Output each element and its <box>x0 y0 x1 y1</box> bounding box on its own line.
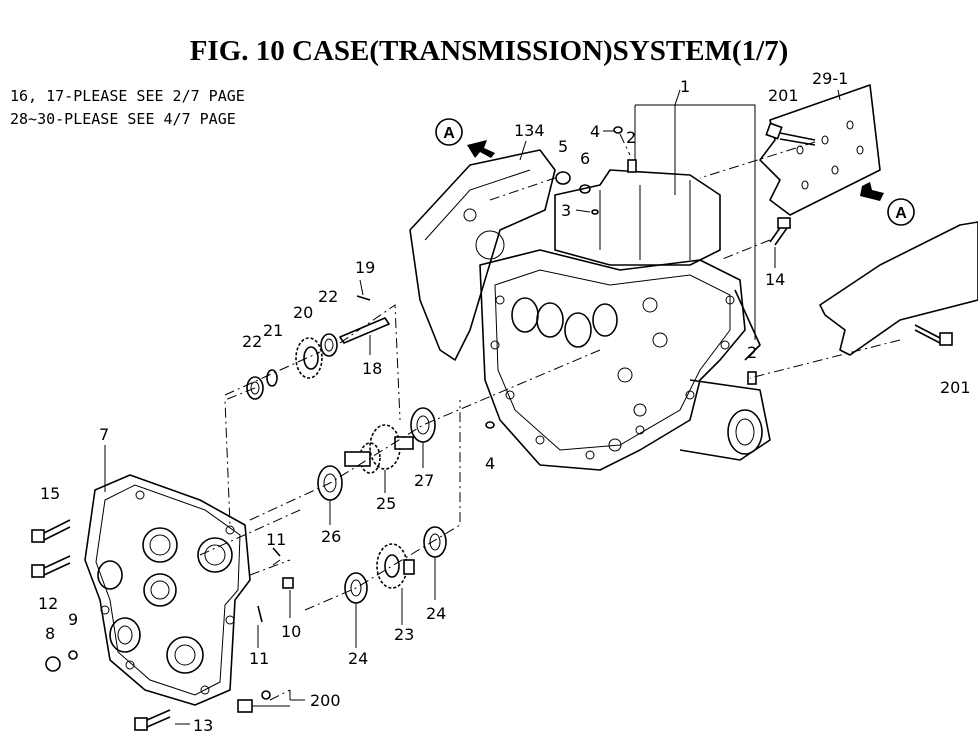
o-ring-4 <box>613 126 623 134</box>
callout-a-left: A <box>435 118 495 158</box>
pin-19 <box>356 295 371 301</box>
part-label: 29-1 <box>812 69 848 88</box>
dowel-pin-11 <box>257 547 281 623</box>
part-label: 23 <box>394 625 414 644</box>
part-label: 11 <box>249 649 269 668</box>
cover-plate-29-1 <box>759 84 881 216</box>
part-label: 2 <box>626 128 636 147</box>
plug-8 <box>45 656 61 672</box>
part-label: 201 <box>768 86 799 105</box>
o-ring-3 <box>591 209 599 215</box>
part-label: 9 <box>68 610 78 629</box>
part-label: 10 <box>281 622 301 641</box>
part-label: 25 <box>376 494 396 513</box>
part-label: 4 <box>485 454 495 473</box>
part-label: 2 <box>747 343 757 362</box>
cover-plate-lower <box>819 221 978 356</box>
o-ring-9 <box>68 650 78 660</box>
bolt-201-b <box>914 324 953 346</box>
bearing-22-b <box>320 333 338 357</box>
note-line-1: 16, 17-PLEASE SEE 2/7 PAGE <box>10 87 245 105</box>
o-ring-6 <box>579 184 591 194</box>
part-label: 22 <box>242 332 262 351</box>
bolt-14 <box>769 217 791 246</box>
part-label: 18 <box>362 359 382 378</box>
part-label: 24 <box>348 649 368 668</box>
plug-2-lower <box>747 371 757 385</box>
front-cover <box>84 474 251 706</box>
bolt-201-a <box>765 122 816 146</box>
bolt-15 <box>31 519 71 543</box>
part-label: 27 <box>414 471 434 490</box>
bearing-27 <box>410 407 436 443</box>
breather-5 <box>555 171 571 185</box>
bolt-12 <box>31 555 71 578</box>
part-label: 13 <box>193 716 213 735</box>
circlip-21 <box>266 369 278 387</box>
part-label: 1 <box>680 77 690 96</box>
plug-200 <box>237 690 271 713</box>
gear-23 <box>376 543 415 589</box>
part-label: 14 <box>765 270 785 289</box>
part-label: 8 <box>45 624 55 643</box>
gear-25 <box>344 424 414 474</box>
part-label: 3 <box>561 201 571 220</box>
gear-20 <box>295 337 323 379</box>
bolt-13 <box>134 709 171 731</box>
callout-a-right: A <box>860 182 915 226</box>
svg-text:A: A <box>443 125 455 142</box>
shaft-18 <box>339 317 390 344</box>
part-label: 200 <box>310 691 341 710</box>
part-label: 201 <box>940 378 971 397</box>
part-label: 20 <box>293 303 313 322</box>
plug-10 <box>282 577 294 589</box>
part-label: 21 <box>263 321 283 340</box>
part-label: 11 <box>266 530 286 549</box>
part-label: 4 <box>590 122 600 141</box>
part-label: 15 <box>40 484 60 503</box>
figure-title: FIG. 10 CASE(TRANSMISSION)SYSTEM(1/7) <box>190 35 789 67</box>
part-numbers: 1 2 2 3 4 4 5 6 7 8 9 10 11 11 12 13 14 … <box>38 69 971 735</box>
part-label: 24 <box>426 604 446 623</box>
svg-text:A: A <box>895 205 907 222</box>
plug-2 <box>627 159 637 173</box>
part-label: 12 <box>38 594 58 613</box>
part-label: 6 <box>580 149 590 168</box>
note-line-2: 28~30-PLEASE SEE 4/7 PAGE <box>10 110 236 128</box>
cover-plate-holes <box>796 120 864 190</box>
transmission-case <box>409 149 771 471</box>
part-label: 7 <box>99 425 109 444</box>
o-ring-4-lower <box>485 421 495 429</box>
part-label: 22 <box>318 287 338 306</box>
bearing-22-a <box>246 376 264 400</box>
bearing-24-b <box>423 526 447 558</box>
assembly-lines <box>199 133 901 701</box>
leader-lines <box>104 89 841 725</box>
part-label: 26 <box>321 527 341 546</box>
part-label: 5 <box>558 137 568 156</box>
part-label: 134 <box>514 121 545 140</box>
part-label: 19 <box>355 258 375 277</box>
